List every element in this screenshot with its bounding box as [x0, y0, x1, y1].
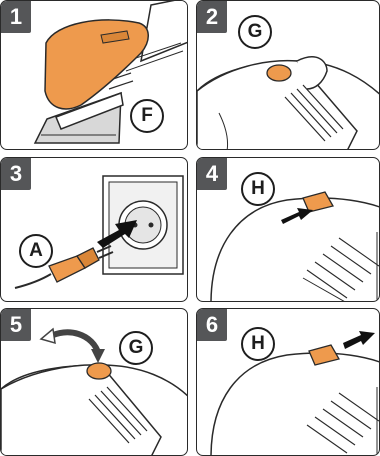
part-callout: H — [241, 327, 275, 361]
step-3-panel: 3 A — [0, 157, 188, 302]
step-5-panel: 5 G — [0, 308, 188, 456]
part-callout: A — [19, 234, 53, 268]
step-number-badge: 4 — [197, 158, 227, 190]
step-6-panel: 6 H — [196, 308, 380, 456]
part-callout: H — [241, 172, 275, 206]
step-number-badge: 5 — [1, 309, 31, 341]
part-callout: F — [130, 99, 164, 133]
step-number-badge: 3 — [1, 158, 31, 190]
part-callout: G — [119, 331, 153, 365]
step-number-badge: 1 — [1, 1, 31, 33]
part-callout: G — [238, 15, 272, 49]
step-number-badge: 2 — [197, 1, 227, 33]
step-4-panel: 4 H — [196, 157, 380, 302]
step-2-panel: 2 G — [196, 0, 380, 150]
step-1-panel: 1 F — [0, 0, 188, 150]
step-number-badge: 6 — [197, 309, 227, 341]
